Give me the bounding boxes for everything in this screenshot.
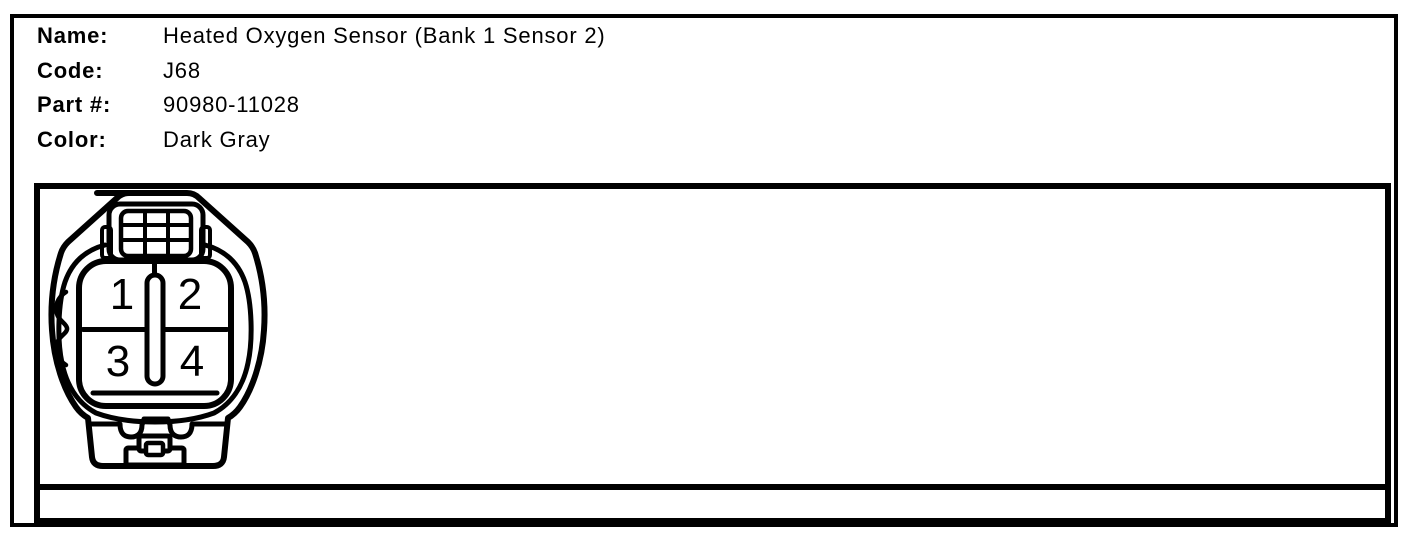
name-label: Name: [37, 23, 109, 48]
code-field: Code: J68 [37, 54, 606, 89]
page-border [10, 14, 1398, 527]
name-value: Heated Oxygen Sensor (Bank 1 Sensor 2) [163, 23, 606, 48]
pin-1-label: 1 [110, 270, 134, 319]
connector-inner-shell [56, 242, 254, 425]
connector-left-latch-wave [53, 289, 70, 368]
lock-grid-lines [120, 211, 192, 256]
color-field: Color: Dark Gray [37, 123, 606, 158]
center-key-slot [144, 272, 166, 387]
name-field: Name: Heated Oxygen Sensor (Bank 1 Senso… [37, 19, 606, 54]
code-value: J68 [163, 57, 201, 83]
tab-latch-slot [143, 440, 166, 458]
connector-diagram-cell [40, 189, 1385, 490]
lock-inner-frame [118, 208, 194, 259]
part-number-value: 90980-11028 [163, 92, 300, 117]
lock-right-ear [199, 225, 212, 260]
pin-3-label: 3 [106, 337, 130, 386]
pin-cavity [76, 258, 234, 409]
pin-2-label: 2 [178, 270, 202, 319]
connector-tab-scallop [87, 416, 229, 440]
part-number-label: Part #: [37, 92, 112, 117]
color-value: Dark Gray [163, 126, 271, 152]
pin-4-label: 4 [180, 337, 204, 386]
connector-pinout-diagram: 1 2 3 4 [48, 190, 268, 469]
code-label: Code: [37, 57, 104, 83]
part-number-field: Part #: 90980-11028 [37, 88, 606, 123]
connector-info-header: Name: Heated Oxygen Sensor (Bank 1 Senso… [37, 19, 606, 157]
color-label: Color: [37, 126, 107, 152]
empty-pin-description-row [40, 490, 1385, 518]
